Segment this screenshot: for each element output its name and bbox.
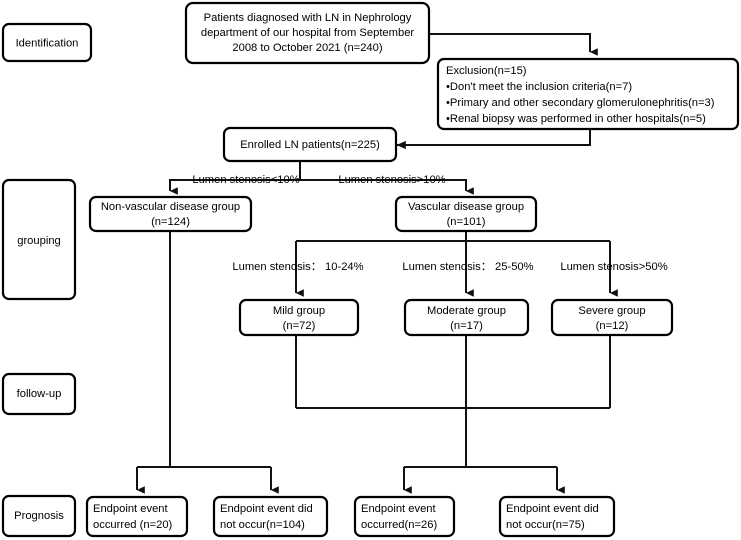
node-exclusion-line-4: •Renal biopsy was performed in other hos… <box>446 113 706 125</box>
stage-label-grouping-text: grouping <box>17 235 61 247</box>
node-nv-event-occurred-box <box>85 495 189 538</box>
node-nv-event-not-occurred-box <box>212 495 329 538</box>
connector-exclusion-to-enrolled <box>396 129 591 150</box>
node-v-event-not-occurred-line-1: Endpoint event did <box>506 503 599 515</box>
node-source-line-2: department of our hospital from Septembe… <box>201 27 415 39</box>
stage-label-prognosis-text: Prognosis <box>14 510 64 522</box>
node-exclusion-line-3: •Primary and other secondary glomerulone… <box>446 97 715 109</box>
connector-enrolled-to-nonvascular <box>169 179 300 195</box>
node-nv-event-occurred: Endpoint event occurred (n=20) <box>85 495 189 538</box>
node-moderate-line-2: (n=17) <box>450 320 483 332</box>
node-nv-event-not-occurred: Endpoint event did not occur(n=104) <box>212 495 329 538</box>
node-v-event-not-occurred-box <box>498 495 616 538</box>
node-exclusion-line-2: •Don't meet the inclusion criteria(n=7) <box>446 81 632 93</box>
node-v-event-occurred-line-2: occurred(n=26) <box>361 519 437 531</box>
stage-label-prognosis: Prognosis <box>1 494 77 538</box>
stage-box-follow-up <box>1 372 77 416</box>
node-severe-line-2: (n=12) <box>596 320 629 332</box>
stage-label-identification-text: Identification <box>16 37 79 49</box>
node-severe-box <box>550 298 674 337</box>
node-nv-event-occurred-line-2: occurred (n=20) <box>93 519 173 531</box>
node-source-line-3: 2008 to October 2021 (n=240) <box>232 42 382 54</box>
node-source: Patients diagnosed with LN in Nephrology… <box>184 1 431 65</box>
connector-source-to-exclusion <box>429 33 598 56</box>
node-moderate-box <box>403 298 530 337</box>
edge-label-stenosis-10-24: Lumen stenosis： 10-24% <box>232 261 363 273</box>
node-severe: Severe group (n=12) <box>550 298 674 337</box>
stage-box-prognosis <box>1 494 77 538</box>
node-nonvascular-box <box>88 195 253 233</box>
node-nv-event-occurred-line-1: Endpoint event <box>93 503 169 515</box>
stage-label-grouping: grouping <box>1 178 77 301</box>
node-nv-event-not-occurred-line-1: Endpoint event did <box>220 503 313 515</box>
node-mild-line-2: (n=72) <box>283 320 316 332</box>
node-source-box <box>184 1 431 65</box>
node-mild-box <box>238 298 360 337</box>
node-v-event-occurred-box <box>353 495 456 538</box>
node-enrolled-box <box>222 126 398 163</box>
node-source-line-1: Patients diagnosed with LN in Nephrology <box>204 12 412 24</box>
edge-label-stenosis-gt50: Lumen stenosis>50% <box>560 261 667 273</box>
node-vascular-line-2: (n=101) <box>447 216 486 228</box>
node-vascular: Vascular disease group (n=101) <box>394 195 538 233</box>
stage-box-identification <box>1 22 93 63</box>
node-moderate: Moderate group (n=17) <box>403 298 530 337</box>
node-v-event-occurred: Endpoint event occurred(n=26) <box>353 495 456 538</box>
node-v-event-occurred-line-1: Endpoint event <box>361 503 437 515</box>
edge-label-stenosis-25-50: Lumen stenosis： 25-50% <box>402 261 533 273</box>
stage-box-grouping <box>1 178 77 301</box>
node-severe-line-1: Severe group <box>578 305 645 317</box>
node-mild: Mild group (n=72) <box>238 298 360 337</box>
node-nonvascular-line-1: Non-vascular disease group <box>101 201 240 213</box>
stage-label-identification: Identification <box>1 22 93 63</box>
node-mild-line-1: Mild group <box>273 305 325 317</box>
node-exclusion: Exclusion(n=15) •Don't meet the inclusio… <box>436 57 740 131</box>
node-vascular-box <box>394 195 538 233</box>
node-nonvascular: Non-vascular disease group (n=124) <box>88 195 253 233</box>
node-nv-event-not-occurred-line-2: not occur(n=104) <box>220 519 305 531</box>
node-enrolled-line-1: Enrolled LN patients(n=225) <box>240 139 380 151</box>
edge-label-stenosis-lt10: Lumen stenosis<10% <box>192 174 299 186</box>
node-exclusion-box <box>436 57 740 131</box>
node-v-event-not-occurred: Endpoint event did not occur(n=75) <box>498 495 616 538</box>
stage-label-follow-up-text: follow-up <box>17 388 62 400</box>
node-vascular-line-1: Vascular disease group <box>408 201 524 213</box>
node-v-event-not-occurred-line-2: not occur(n=75) <box>506 519 585 531</box>
node-nonvascular-line-2: (n=124) <box>151 216 190 228</box>
connector-enrolled-to-vascular <box>300 179 474 195</box>
node-enrolled: Enrolled LN patients(n=225) <box>222 126 398 163</box>
node-exclusion-line-1: Exclusion(n=15) <box>446 65 527 77</box>
stage-label-follow-up: follow-up <box>1 372 77 416</box>
edge-label-stenosis-gt10: Lumen stenosis>10% <box>338 174 445 186</box>
node-moderate-line-1: Moderate group <box>427 305 506 317</box>
